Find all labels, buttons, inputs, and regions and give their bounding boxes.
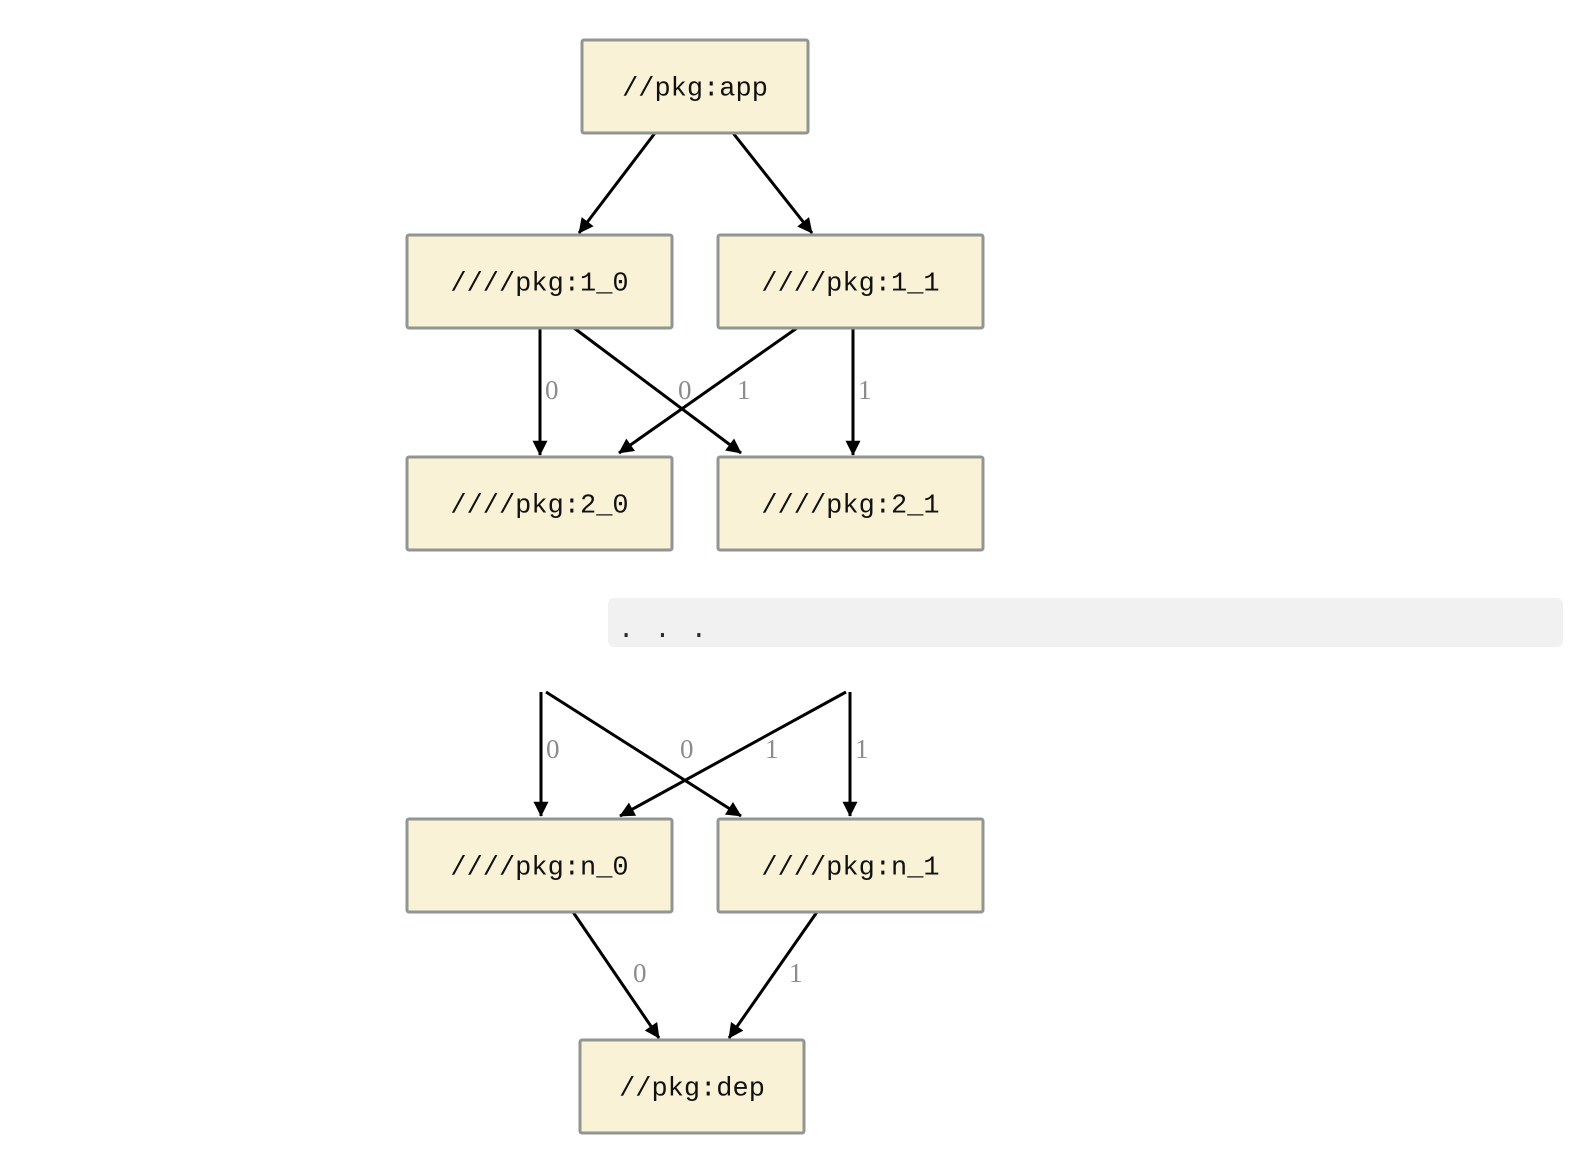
- ellipsis-band: . . .: [608, 598, 1563, 647]
- edge-label-ellipsis-to-n_1-cross: 1: [765, 734, 779, 764]
- graph-edge-ellipsis-to-n_0-cross: [619, 690, 847, 818]
- node-box-2_1: [716, 455, 985, 552]
- graph-edge-1_1-to-2_0: [618, 326, 798, 455]
- graph-edge-1_0-to-2_1: [573, 326, 742, 455]
- graph-node-app: //pkg:app: [580, 38, 810, 135]
- graph-edge-app-to-1_1: [731, 132, 814, 234]
- edge-label-1_0-to-2_0: 0: [545, 375, 559, 405]
- edge-label-ellipsis-to-n_1-straight: 1: [855, 734, 869, 764]
- graph-node-dep: //pkg:dep: [578, 1038, 806, 1135]
- node-label-dep: //pkg:dep: [619, 1075, 765, 1105]
- node-label-2_0: ////pkg:2_0: [450, 492, 628, 522]
- node-box-1_1: [716, 233, 985, 330]
- edge-label-1_1-to-2_1: 1: [858, 375, 872, 405]
- ellipsis-band-background: [608, 598, 1563, 647]
- graph-node-n_1: ////pkg:n_1: [716, 817, 985, 914]
- edges-layer: 0 1 0 1 0 1 0 1 0 1: [532, 132, 872, 1039]
- graph-node-1_0: ////pkg:1_0: [405, 233, 674, 330]
- graph-node-n_0: ////pkg:n_0: [405, 817, 674, 914]
- node-box-2_0: [405, 455, 674, 552]
- node-box-app: [580, 38, 810, 135]
- node-label-n_0: ////pkg:n_0: [450, 854, 628, 884]
- graph-edge-app-to-1_0: [577, 132, 657, 234]
- edge-label-n_1-to-dep: 1: [789, 958, 803, 988]
- graph-edge-ellipsis-to-n_1-cross: [545, 690, 742, 818]
- node-label-2_1: ////pkg:2_1: [761, 492, 939, 522]
- node-box-1_0: [405, 233, 674, 330]
- graph-node-1_1: ////pkg:1_1: [716, 233, 985, 330]
- nodes-layer: //pkg:app ////pkg:1_0 ////pkg:1_1 ////pkg:2…: [405, 38, 985, 1135]
- node-label-n_1: ////pkg:n_1: [761, 854, 939, 884]
- graph-edge-n_0-to-dep: [571, 911, 661, 1039]
- edge-label-1_1-to-2_0: 0: [678, 375, 692, 405]
- node-box-n_0: [405, 817, 674, 914]
- edge-label-1_0-to-2_1: 1: [737, 375, 751, 405]
- node-label-app: //pkg:app: [622, 75, 768, 105]
- graph-edge-n_1-to-dep: [727, 911, 819, 1039]
- ellipsis-text: . . .: [618, 616, 709, 646]
- edge-label-ellipsis-to-n_0-cross: 0: [680, 734, 694, 764]
- edge-label-n_0-to-dep: 0: [633, 958, 647, 988]
- node-box-n_1: [716, 817, 985, 914]
- node-label-1_0: ////pkg:1_0: [450, 270, 628, 300]
- graph-node-2_1: ////pkg:2_1: [716, 455, 985, 552]
- node-box-dep: [578, 1038, 806, 1135]
- node-label-1_1: ////pkg:1_1: [761, 270, 939, 300]
- graph-node-2_0: ////pkg:2_0: [405, 455, 674, 552]
- edge-label-ellipsis-to-n_0-straight: 0: [546, 734, 560, 764]
